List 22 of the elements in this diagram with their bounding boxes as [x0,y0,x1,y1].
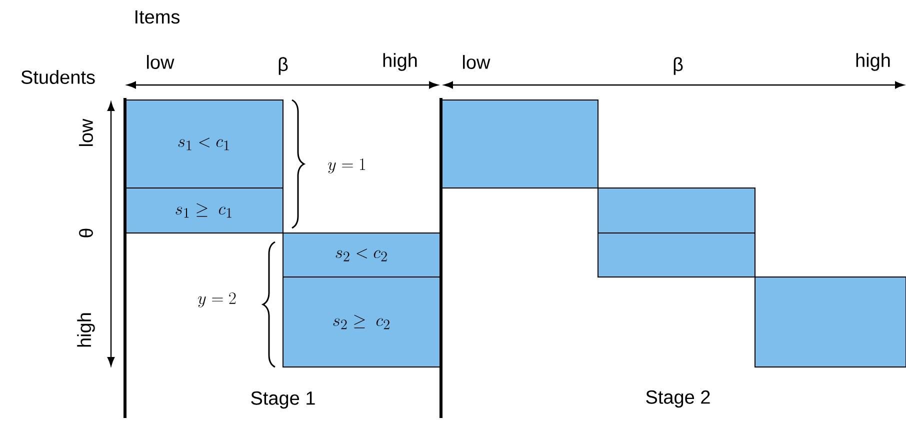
condition-box: $s_{1} < c_{1}$ [124,100,284,188]
axis-label: low [79,118,93,146]
axis-label: low [463,55,490,69]
stage-label: Stage 2 [646,390,710,408]
filled-box [440,100,598,188]
axis-label: high [856,53,890,71]
axis-label: low [147,55,174,69]
condition-box: $s_{2} < c_{2}$ [282,232,440,278]
axis-label: high [77,313,95,347]
brace-label: $y = 2$ [198,292,236,308]
filled-box [754,276,906,368]
axis-symbol: β [278,57,288,75]
filled-box [598,232,756,278]
filled-box [598,188,756,234]
axis-title: Students [21,70,95,84]
stage-label: Stage 1 [251,391,315,409]
axis-symbol: θ [79,228,93,238]
axis-label: high [383,53,417,71]
axis-title: Items [136,10,180,24]
brace-label: $y = 1$ [328,158,366,174]
condition-box: $s_{1} \geq\; c_{1}$ [124,188,284,234]
axis-symbol: β [674,57,683,75]
